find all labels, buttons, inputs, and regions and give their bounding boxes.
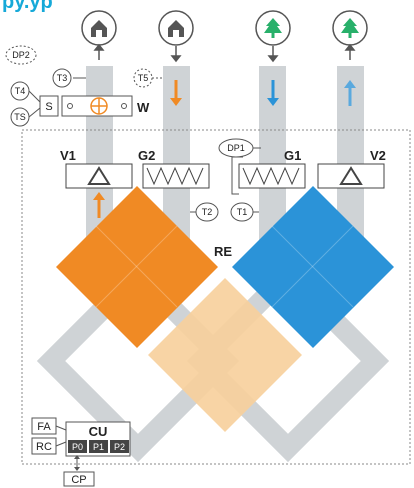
label-rc: RC — [36, 441, 52, 453]
label-v1: V1 — [60, 148, 76, 163]
sensor-t2 — [195, 202, 219, 222]
label-fa: FA — [37, 421, 51, 433]
exchanger-orange — [56, 186, 218, 348]
flow-arrows — [93, 80, 356, 218]
house-icon — [81, 10, 117, 46]
exchanger-blue — [232, 186, 394, 348]
port-p1: P1 — [93, 442, 104, 452]
heat-exchanger-blue — [232, 186, 394, 348]
arrow-down-orange — [170, 98, 182, 106]
heater-assembly: T3 T4 TS S W — [10, 68, 150, 127]
label-s: S — [45, 101, 52, 113]
label-cp: CP — [71, 474, 86, 486]
arrow-up-lightblue — [344, 80, 356, 88]
title-fragment: py.yp — [2, 0, 53, 13]
label-g2: G2 — [138, 148, 155, 163]
filter-g2-icon — [146, 166, 204, 186]
control-unit-group: FA RC CU P0 P1 P2 CP — [31, 417, 131, 487]
unit-enclosure — [21, 129, 411, 465]
label-re: RE — [214, 244, 232, 259]
tree-icon — [332, 10, 368, 46]
heat-exchanger-orange — [56, 186, 218, 348]
label-t3: T3 — [57, 73, 68, 83]
label-w: W — [137, 100, 150, 115]
exchanger-light — [148, 278, 302, 432]
filter-g1-icon — [242, 166, 300, 186]
control-panel — [63, 471, 95, 487]
label-ts: TS — [14, 112, 26, 122]
tree-icon — [255, 10, 291, 46]
arrow-up-orange — [93, 192, 105, 200]
label-dp2: DP2 — [12, 50, 30, 60]
label-t4: T4 — [15, 86, 26, 96]
label-t1: T1 — [237, 207, 248, 217]
fan-v1-icon — [87, 166, 111, 185]
label-dp1: DP1 — [227, 143, 245, 153]
label-v2: V2 — [370, 148, 386, 163]
arrow-down-blue — [267, 98, 279, 106]
house-icon — [158, 10, 194, 46]
label-cu: CU — [89, 424, 108, 439]
sensor-dp2 — [5, 45, 37, 65]
label-g1: G1 — [284, 148, 301, 163]
port-p2: P2 — [114, 442, 125, 452]
label-t2: T2 — [202, 207, 213, 217]
fan-v2-icon — [339, 166, 363, 185]
label-t5: T5 — [138, 73, 149, 83]
port-p0: P0 — [72, 442, 83, 452]
